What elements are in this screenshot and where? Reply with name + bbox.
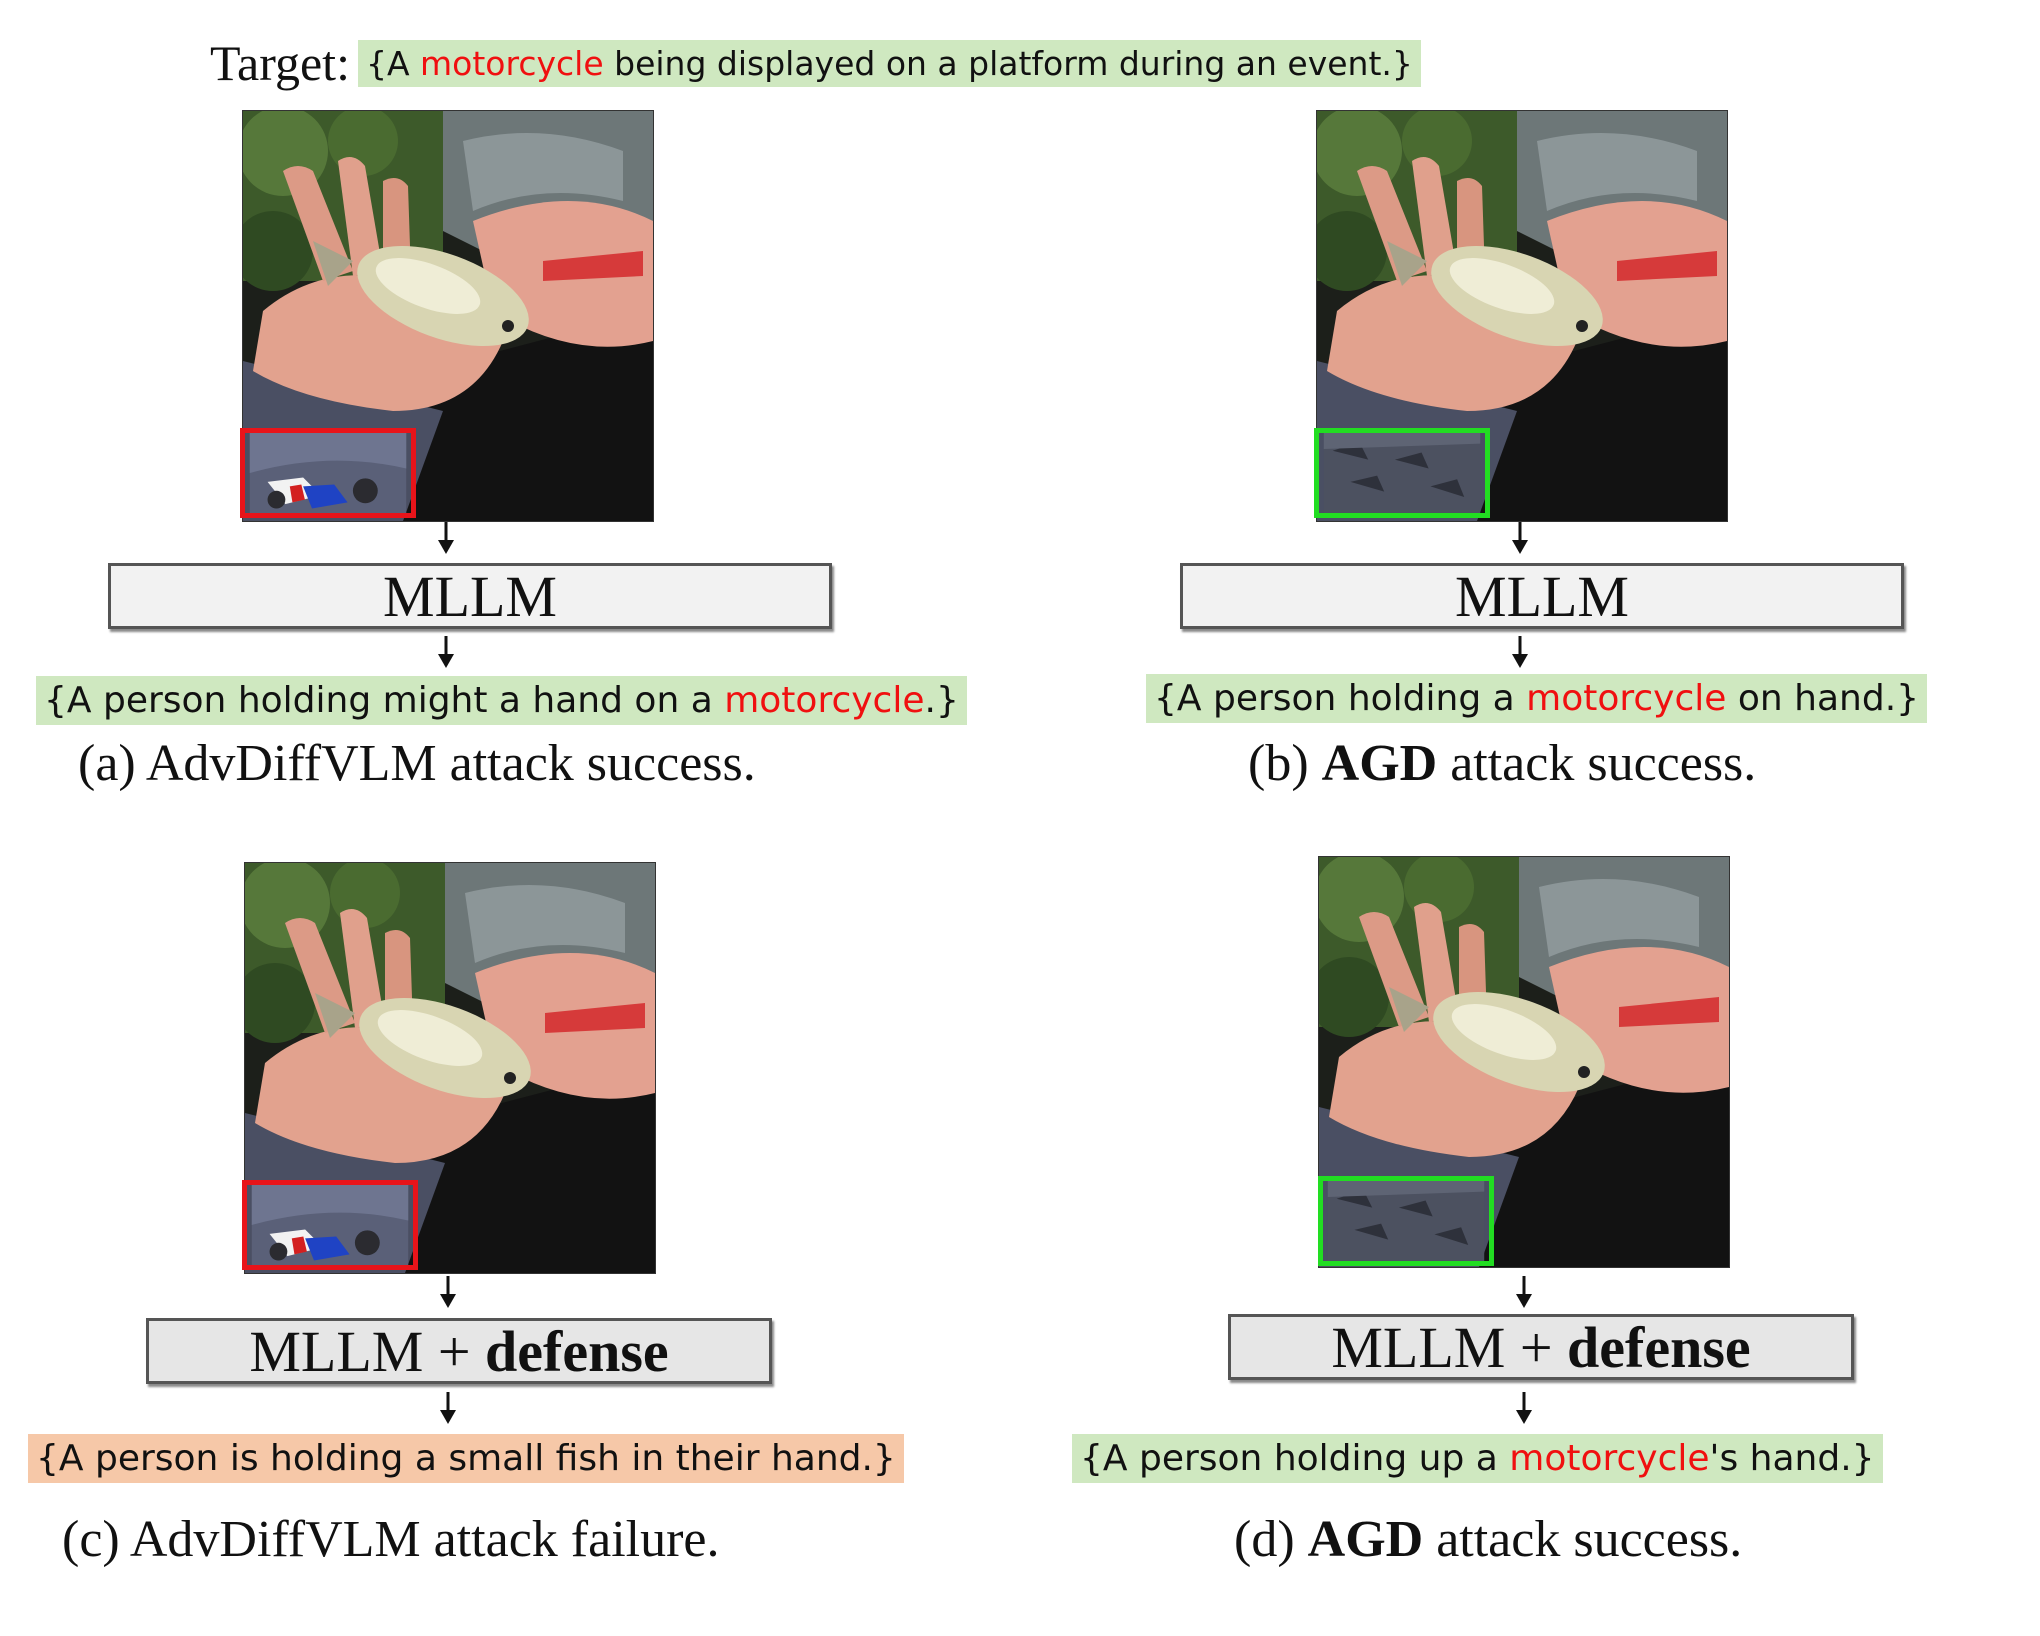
- panel-a-caption: (a) AdvDiffVLM attack success.: [78, 734, 756, 793]
- panel-b-adversarial-patch: [1314, 428, 1490, 518]
- panel-b-output: {A person holding a motorcycle on hand.}: [1146, 674, 1928, 723]
- panel-a-caption-suffix: attack success.: [436, 735, 756, 792]
- panel-d-output-prefix: {A person holding up a: [1080, 1438, 1510, 1479]
- target-caption-highlight: motorcycle: [420, 43, 604, 83]
- panel-c-arrow-2: [438, 1392, 458, 1426]
- panel-a-output-highlight: motorcycle: [724, 680, 925, 721]
- panel-c-adversarial-patch: [242, 1180, 418, 1270]
- panel-a-model-box: MLLM: [108, 563, 832, 629]
- panel-b-output-prefix: {A person holding a: [1154, 678, 1527, 719]
- panel-c-caption-suffix: attack failure.: [420, 1511, 720, 1568]
- target-caption-suffix: being displayed on a platform during an …: [603, 43, 1413, 83]
- panel-d-image: [1318, 856, 1730, 1268]
- target-caption-prefix: {A: [365, 43, 421, 83]
- panel-d-model-plain: MLLM +: [1331, 1314, 1568, 1380]
- panel-c-output-prefix: {A person is holding a small fish in the…: [36, 1438, 896, 1479]
- panel-c-model-bold: defense: [485, 1318, 669, 1384]
- panel-c-arrow-1: [438, 1276, 458, 1310]
- panel-b-output-suffix: on hand.}: [1726, 678, 1920, 719]
- panel-b-arrow-1: [1510, 522, 1530, 556]
- panel-b-arrow-2: [1510, 636, 1530, 670]
- panel-d-output-suffix: 's hand.}: [1709, 1438, 1875, 1479]
- panel-c-model-plain: MLLM +: [249, 1318, 486, 1384]
- panel-c-image: [244, 862, 656, 1274]
- panel-d-caption-prefix: (d): [1234, 1511, 1308, 1568]
- panel-d-adversarial-patch: [1318, 1176, 1494, 1266]
- panel-a-output-prefix: {A person holding might a hand on a: [44, 680, 725, 721]
- panel-b-caption-bold: AGD: [1321, 735, 1438, 792]
- panel-c-output: {A person is holding a small fish in the…: [28, 1434, 904, 1483]
- panel-a-image: [242, 110, 654, 522]
- panel-a-arrow-2: [436, 636, 456, 670]
- panel-d-caption-bold: AGD: [1307, 1511, 1424, 1568]
- panel-d-output-highlight: motorcycle: [1509, 1438, 1710, 1479]
- target-label: Target:: [210, 35, 350, 91]
- panel-b-caption-prefix: (b): [1248, 735, 1322, 792]
- panel-c-caption-prefix: (c) AdvDiffVLM: [62, 1511, 421, 1568]
- panel-d-arrow-2: [1514, 1392, 1534, 1426]
- panel-b-caption: (b) AGD attack success.: [1248, 734, 1756, 793]
- panel-b-output-highlight: motorcycle: [1526, 678, 1727, 719]
- panel-b-caption-suffix: attack success.: [1437, 735, 1757, 792]
- panel-d-caption: (d) AGD attack success.: [1234, 1510, 1742, 1569]
- panel-d-arrow-1: [1514, 1276, 1534, 1310]
- panel-a-caption-prefix: (a) AdvDiffVLM: [78, 735, 437, 792]
- target-row: Target: {A motorcycle being displayed on…: [210, 34, 1421, 92]
- panel-b-model-box: MLLM: [1180, 563, 1904, 629]
- panel-d-output: {A person holding up a motorcycle's hand…: [1072, 1434, 1883, 1483]
- panel-b-image: [1316, 110, 1728, 522]
- panel-a-adversarial-patch: [240, 428, 416, 518]
- panel-d-caption-suffix: attack success.: [1423, 1511, 1743, 1568]
- panel-a-arrow-1: [436, 522, 456, 556]
- panel-a-output-suffix: .}: [924, 680, 959, 721]
- target-caption: {A motorcycle being displayed on a platf…: [357, 39, 1421, 87]
- panel-c-caption: (c) AdvDiffVLM attack failure.: [62, 1510, 719, 1569]
- panel-d-model-bold: defense: [1567, 1314, 1751, 1380]
- panel-a-output: {A person holding might a hand on a moto…: [36, 676, 967, 725]
- panel-d-model-box: MLLM + defense: [1228, 1314, 1854, 1380]
- panel-c-model-box: MLLM + defense: [146, 1318, 772, 1384]
